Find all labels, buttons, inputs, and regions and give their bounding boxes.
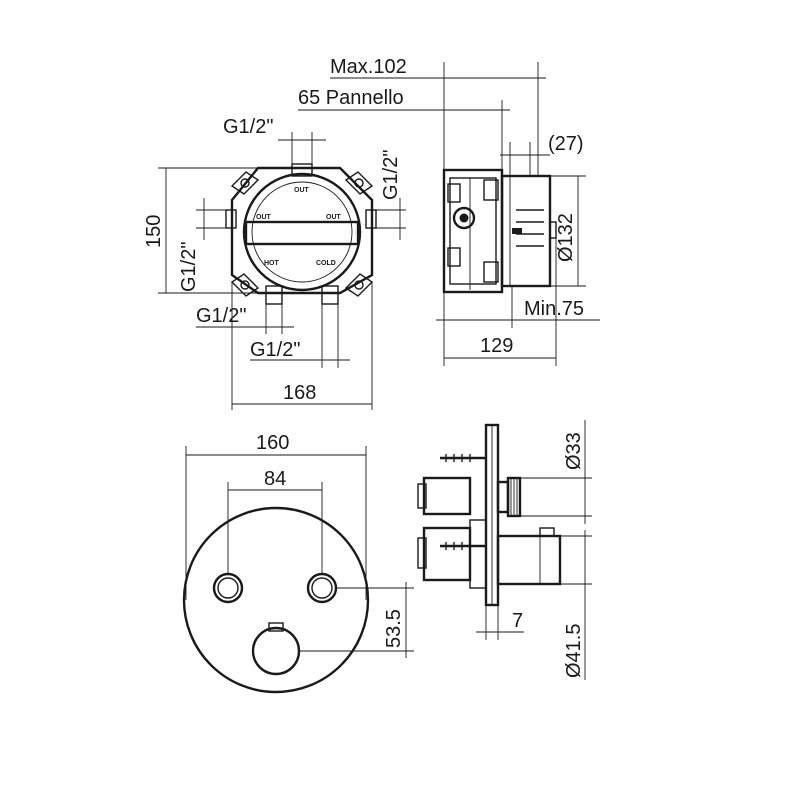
diameter-knob-large-label: Ø41.5 xyxy=(563,624,585,678)
port-label-hot: HOT xyxy=(264,260,280,267)
dimension-min-75: Min.75 xyxy=(436,286,600,328)
plate-diameter-label: 160 xyxy=(256,432,289,454)
dimension-plate-thickness-7: 7 xyxy=(476,605,524,640)
dimension-thread-top: G1/2" xyxy=(223,116,326,164)
dimension-knob-spacing-84: 84 xyxy=(227,468,323,574)
dimension-offset-27: (27) xyxy=(500,133,584,176)
dimension-width-168: 168 xyxy=(231,282,373,410)
valve-body-front-view: OUT OUT OUT HOT COLD xyxy=(225,163,377,305)
offset-label: (27) xyxy=(548,133,584,155)
thread-right-label: G1/2" xyxy=(380,150,402,200)
plate-thickness-label: 7 xyxy=(512,610,523,632)
min-depth-label: Min.75 xyxy=(524,298,584,320)
diameter-knob-small-label: Ø33 xyxy=(563,432,585,470)
panel-depth-label: 65 Pannello xyxy=(298,87,404,109)
dimension-max-102: Max.102 xyxy=(330,56,546,176)
dimension-plate-160: 160 xyxy=(185,432,367,600)
dimension-diameter-41-5: Ø41.5 xyxy=(560,530,592,680)
dimension-thread-left: G1/2" xyxy=(178,198,226,292)
valve-body-side-view xyxy=(442,168,557,294)
trim-side-section xyxy=(417,423,562,607)
knob-offset-label: 53.5 xyxy=(383,609,405,648)
port-label-cold: COLD xyxy=(316,260,336,267)
dimension-height-150: 150 xyxy=(143,167,258,294)
height-body-label: 150 xyxy=(143,215,165,248)
dimension-thread-right: G1/2" xyxy=(376,150,406,240)
dimension-panel-65: 65 Pannello xyxy=(298,87,510,170)
thread-bottom-left-label: G1/2" xyxy=(196,305,246,327)
thread-bottom-right-label: G1/2" xyxy=(250,339,300,361)
depth-body-label: 129 xyxy=(480,335,513,357)
diameter-body-label: Ø132 xyxy=(555,213,577,262)
port-label-out-top: OUT xyxy=(294,187,310,194)
thread-top-label: G1/2" xyxy=(223,116,273,138)
port-label-out-left: OUT xyxy=(256,214,272,221)
knob-spacing-label: 84 xyxy=(264,468,286,490)
dimension-diameter-33: Ø33 xyxy=(520,420,592,524)
dimension-thread-bottom-left: G1/2" xyxy=(196,304,294,334)
trim-plate-front-view xyxy=(182,506,370,694)
port-label-out-right: OUT xyxy=(326,214,342,221)
dimension-diameter-132: Ø132 xyxy=(550,175,586,287)
dimension-offset-53-5: 53.5 xyxy=(299,582,414,658)
dimension-depth-129: 129 xyxy=(443,238,557,366)
dimension-thread-bottom-right: G1/2" xyxy=(250,304,350,368)
max-depth-label: Max.102 xyxy=(330,56,407,78)
width-body-label: 168 xyxy=(283,382,316,404)
thread-left-label: G1/2" xyxy=(178,242,200,292)
